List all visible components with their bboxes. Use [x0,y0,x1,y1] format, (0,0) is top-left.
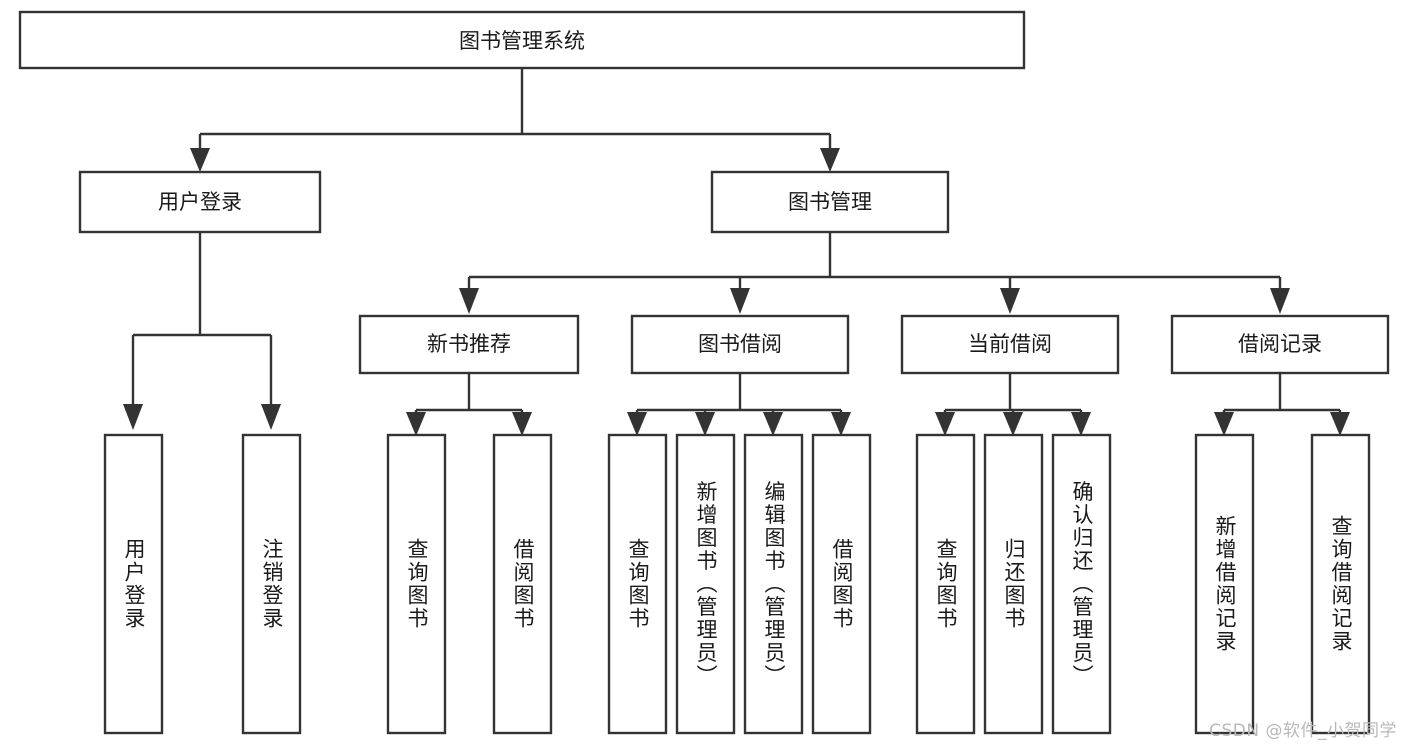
node-leaf-return-book[interactable]: 归还图书 [983,433,1044,735]
user-login-label: 用户登录 [158,190,242,214]
leaf-query-book-3-box[interactable] [915,433,976,735]
node-leaf-borrow-book-1[interactable]: 借阅图书 [492,433,553,735]
current-borrow-box[interactable] [900,314,1120,375]
arrow-to-leaf-add-book [695,412,715,436]
arrow-to-leaf-query-book-3 [935,412,955,436]
node-user-login[interactable]: 用户登录 [78,170,322,234]
edge-layer [123,68,1350,436]
book-manage-label: 图书管理 [788,190,872,214]
edge-userlogin-to-bus [131,232,273,408]
leaf-query-book-2-label: 查询图书 [626,538,650,630]
leaf-return-book-box[interactable] [983,433,1044,735]
new-book-rec-label: 新书推荐 [427,332,511,356]
edge-bookmanage-to-bus [467,232,1282,292]
leaf-query-book-1-box[interactable] [386,433,447,735]
edge-borrowrecord-to-bus [1222,373,1342,418]
arrow-to-current-borrow [1000,288,1020,314]
book-manage-box[interactable] [710,170,950,234]
node-leaf-query-book-3[interactable]: 查询图书 [915,433,976,735]
edge-bookborrow-to-bus [635,373,843,418]
leaf-edit-book-box[interactable] [743,433,804,735]
node-book-borrow[interactable]: 图书借阅 [630,314,850,375]
arrow-to-leaf-query-record [1330,412,1350,436]
leaf-borrow-book-2-label: 借阅图书 [830,538,854,630]
arrow-to-leaf-user-logout [261,404,281,430]
leaf-confirm-return-box[interactable] [1051,433,1112,735]
borrow-record-label: 借阅记录 [1238,332,1322,356]
node-book-manage[interactable]: 图书管理 [710,170,950,234]
node-root[interactable]: 图书管理系统 [18,10,1026,70]
arrow-to-leaf-return-book [1003,412,1023,436]
node-leaf-user-logout[interactable]: 注销登录 [241,433,302,735]
borrow-record-box[interactable] [1170,314,1390,375]
arrow-to-new-book-rec [459,288,479,314]
node-leaf-query-book-2[interactable]: 查询图书 [607,433,668,735]
node-current-borrow[interactable]: 当前借阅 [900,314,1120,375]
book-borrow-label: 图书借阅 [698,332,782,356]
watermark-csdn: CSDN @软件_小贺同学 [1209,721,1397,741]
arrow-to-borrow-record [1270,288,1290,314]
node-leaf-user-login[interactable]: 用户登录 [103,433,164,735]
leaf-borrow-book-1-label: 借阅图书 [511,538,535,630]
edge-root-to-bus [198,68,832,152]
leaf-query-book-1-label: 查询图书 [405,538,429,630]
node-leaf-confirm-return[interactable]: 确认归还（管理员） [1051,433,1112,735]
leaf-edit-book-label: 编辑图书（管理员） [762,481,786,688]
root-label: 图书管理系统 [459,29,585,53]
leaf-borrow-book-2-box[interactable] [811,433,872,735]
arrow-to-leaf-add-record [1214,412,1234,436]
leaf-add-record-label: 新增借阅记录 [1213,515,1237,653]
node-new-book-rec[interactable]: 新书推荐 [358,314,580,375]
node-leaf-borrow-book-2[interactable]: 借阅图书 [811,433,872,735]
leaf-user-logout-label: 注销登录 [260,538,284,630]
arrow-to-leaf-user-login [123,404,143,430]
arrow-to-leaf-query-book-2 [627,412,647,436]
arrow-to-leaf-borrow-book-1 [512,412,532,436]
leaf-user-logout-box[interactable] [241,433,302,735]
leaf-add-book-box[interactable] [675,433,736,735]
leaf-query-book-3-label: 查询图书 [934,538,958,630]
current-borrow-label: 当前借阅 [968,332,1052,356]
leaf-query-book-2-box[interactable] [607,433,668,735]
root-box[interactable] [18,10,1026,70]
leaf-confirm-return-label: 确认归还（管理员） [1070,481,1094,688]
leaf-user-login-label: 用户登录 [122,538,146,630]
leaf-return-book-label: 归还图书 [1002,538,1026,630]
edge-currentborrow-to-bus [943,373,1083,418]
node-leaf-add-book[interactable]: 新增图书（管理员） [675,433,736,735]
arrow-to-book-manage [820,148,840,172]
arrow-to-leaf-confirm-return [1071,412,1091,436]
leaf-borrow-book-1-box[interactable] [492,433,553,735]
node-leaf-query-book-1[interactable]: 查询图书 [386,433,447,735]
book-borrow-box[interactable] [630,314,850,375]
leaf-add-record-box[interactable] [1194,433,1255,735]
leaf-query-record-box[interactable] [1310,433,1371,735]
node-leaf-query-record[interactable]: 查询借阅记录 [1310,433,1371,735]
user-login-box[interactable] [78,170,322,234]
arrow-to-leaf-query-book-1 [406,412,426,436]
edge-newbook-to-bus [414,373,524,418]
node-leaf-edit-book[interactable]: 编辑图书（管理员） [743,433,804,735]
leaf-query-record-label: 查询借阅记录 [1329,515,1353,653]
node-leaf-add-record[interactable]: 新增借阅记录 [1194,433,1255,735]
new-book-rec-box[interactable] [358,314,580,375]
arrow-to-book-borrow [730,288,750,314]
arrow-to-user-login [190,148,210,172]
node-borrow-record[interactable]: 借阅记录 [1170,314,1390,375]
arrow-to-leaf-edit-book [763,412,783,436]
leaf-add-book-label: 新增图书（管理员） [694,481,718,688]
arrow-to-leaf-borrow-book-2 [831,412,851,436]
leaf-user-login-box[interactable] [103,433,164,735]
